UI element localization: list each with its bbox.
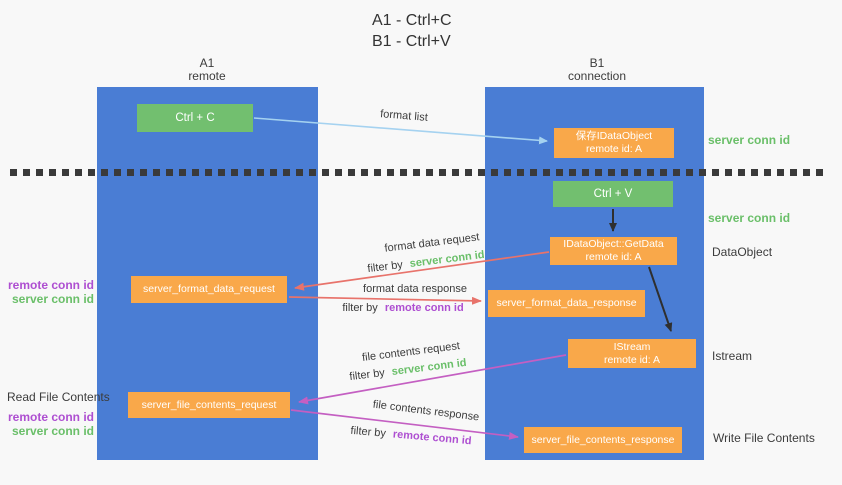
node-istream: IStream remote id: A (568, 339, 696, 368)
ctrl-c-label: Ctrl + C (175, 111, 215, 124)
lane-b1-name: B1 (589, 56, 605, 70)
ctrl-v-label: Ctrl + V (593, 187, 633, 200)
filter-by-text: filter by (350, 424, 387, 440)
node-idataobject-getdata: IDataObject::GetData remote id: A (550, 237, 677, 265)
filter-by-remote-conn-id-label-2: filter by remote conn id (350, 425, 472, 448)
write-file-contents-label: Write File Contents (713, 431, 815, 445)
dotted-divider-line (10, 169, 826, 176)
lane-a1-role: remote (188, 69, 226, 83)
title-line-1: A1 - Ctrl+C (372, 12, 452, 29)
file-contents-response-label: file contents response (372, 399, 480, 424)
getdata-line1: IDataObject::GetData (563, 238, 664, 250)
remote-conn-id-text: remote conn id (392, 428, 472, 448)
filter-by-remote-conn-id-label-1: filter by remote conn id (342, 302, 463, 314)
server-conn-id-label-2: server conn id (11, 424, 94, 438)
istream-line1: IStream (613, 340, 651, 353)
istream-side-label: Istream (712, 349, 753, 363)
node-save-idataobject: 保存IDataObject remote id: A (554, 128, 674, 158)
left-conn-id-stack-1: remote conn id server conn id (0, 278, 94, 306)
lane-header-b1: B1 connection (537, 57, 657, 83)
read-file-contents-label: Read File Contents (7, 390, 110, 404)
format-request-label: server_format_data_request (143, 283, 275, 295)
save-idataobject-line1: 保存IDataObject (575, 130, 653, 142)
left-conn-id-stack-2: remote conn id server conn id (0, 410, 94, 438)
node-ctrl-v: Ctrl + V (553, 181, 673, 207)
server-conn-id-label-mid: server conn id (708, 211, 791, 225)
lane-header-a1: A1 remote (147, 57, 267, 83)
lane-a1-name: A1 (199, 56, 215, 70)
istream-line2: remote id: A (603, 353, 661, 366)
dataobject-label: DataObject (712, 245, 773, 259)
getdata-line2: remote id: A (585, 251, 642, 263)
file-request-label: server_file_contents_request (141, 398, 277, 411)
diagram-title: A1 - Ctrl+C B1 - Ctrl+V (372, 10, 452, 52)
format-data-response-text: format data response (363, 283, 467, 295)
format-data-response-label: format data response (363, 283, 467, 295)
title-line-2: B1 - Ctrl+V (372, 33, 451, 50)
format-list-text: format list (379, 108, 429, 124)
file-contents-response-text: file contents response (372, 398, 480, 424)
server-conn-id-text: server conn id (409, 248, 486, 270)
server-conn-id-text: server conn id (391, 356, 468, 378)
node-server-file-contents-request: server_file_contents_request (128, 392, 290, 418)
format-list-label: format list (380, 108, 428, 124)
format-response-label: server_format_data_response (496, 297, 637, 309)
lane-b1-role: connection (567, 69, 627, 83)
filter-by-text: filter by (342, 302, 378, 314)
file-response-label: server_file_contents_response (531, 433, 675, 446)
remote-conn-id-label-1: remote conn id (7, 278, 94, 292)
filter-by-text: filter by (366, 258, 404, 276)
node-ctrl-c: Ctrl + C (137, 104, 253, 132)
server-conn-id-label-1: server conn id (11, 292, 94, 306)
save-idataobject-line2: remote id: A (585, 143, 643, 155)
node-server-file-contents-response: server_file_contents_response (524, 427, 682, 453)
node-server-format-data-response: server_format_data_response (488, 290, 645, 317)
server-conn-id-label-top: server conn id (708, 133, 791, 147)
remote-conn-id-label-2: remote conn id (7, 410, 94, 424)
remote-conn-id-text: remote conn id (384, 302, 464, 314)
node-server-format-data-request: server_format_data_request (131, 276, 287, 303)
filter-by-text: filter by (348, 366, 386, 384)
